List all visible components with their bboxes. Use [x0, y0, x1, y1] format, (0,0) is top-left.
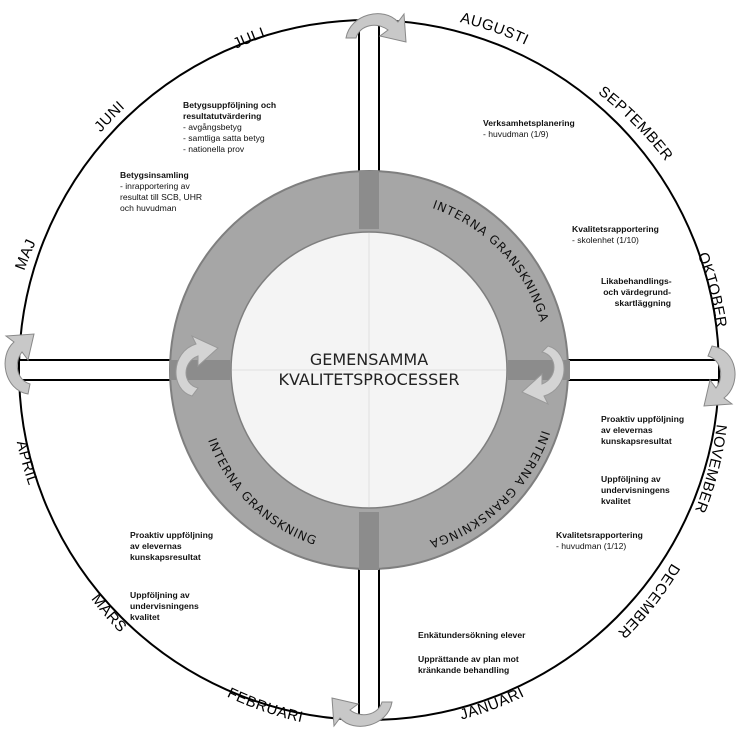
note-item: - huvudman (1/9): [483, 129, 549, 139]
note-kvalitetsrapportering-skolenhet: Kvalitetsrapportering - skolenhet (1/10): [572, 224, 659, 246]
note-title: Enkätundersökning elever: [418, 630, 526, 640]
note-betygsinsamling: Betygsinsamling - inrapportering av resu…: [120, 170, 202, 214]
note-line: Uppföljning av: [601, 474, 661, 484]
note-item: resultat till SCB, UHR: [120, 192, 203, 202]
note-line: Upprättande av plan mot: [418, 654, 519, 664]
note-proaktiv-left: Proaktiv uppföljning av elevernas kunska…: [130, 530, 213, 563]
ring-arrow-right-icon: [521, 345, 565, 406]
note-uppfoljning-right: Uppföljning av undervisningens kvalitet: [601, 474, 670, 507]
note-title: Betygsuppföljning och: [183, 100, 277, 110]
note-line: kränkande behandling: [418, 665, 510, 675]
note-line: av elevernas: [130, 541, 182, 551]
cycle-arrow-bottom-icon: [331, 697, 393, 728]
note-item: - avgångsbetyg: [183, 122, 242, 132]
note-line: skartläggning: [614, 298, 671, 308]
note-line: Likabehandlings-: [601, 276, 672, 286]
note-line: Proaktiv uppföljning: [130, 530, 214, 540]
note-enkat: Enkätundersökning elever: [418, 630, 525, 641]
ring-cross-top: [359, 171, 379, 229]
note-line: kvalitet: [130, 612, 160, 622]
note-line: undervisningens: [130, 601, 199, 611]
ring-cross-bottom: [359, 512, 379, 570]
note-item: - inrapportering av: [120, 181, 190, 191]
note-item: och huvudman: [120, 203, 177, 213]
note-line: av elevernas: [601, 425, 653, 435]
note-item: - nationella prov: [183, 144, 245, 154]
note-item: - samtliga satta betyg: [183, 133, 265, 143]
cycle-arrow-right-icon: [703, 345, 736, 407]
note-title: Verksamhetsplanering: [483, 118, 575, 128]
note-title: Betygsinsamling: [120, 170, 189, 180]
note-proaktiv-right: Proaktiv uppföljning av elevernas kunska…: [601, 414, 684, 447]
note-line: och värdegrund-: [603, 287, 671, 297]
note-title: resultatutvärdering: [183, 111, 262, 121]
center-title-line1: GEMENSAMMA: [310, 350, 428, 369]
note-line: kunskapsresultat: [601, 436, 672, 446]
note-betygsuppfoljning: Betygsuppföljning och resultatutvärderin…: [183, 100, 276, 155]
note-line: undervisningens: [601, 485, 670, 495]
note-line: Uppföljning av: [130, 590, 190, 600]
note-line: kunskapsresultat: [130, 552, 201, 562]
note-line: kvalitet: [601, 496, 631, 506]
ring-arrow-left-icon: [175, 334, 219, 397]
note-line: Proaktiv uppföljning: [601, 414, 685, 424]
note-upprattande: Upprättande av plan mot kränkande behand…: [418, 654, 519, 676]
center-title-line2: KVALITETSPROCESSER: [279, 370, 460, 389]
cycle-arrow-left-icon: [4, 333, 35, 395]
note-uppfoljning-left: Uppföljning av undervisningens kvalitet: [130, 590, 199, 623]
note-likabehandling: Likabehandlings- och värdegrund- skartlä…: [601, 276, 672, 309]
note-item: - skolenhet (1/10): [572, 235, 639, 245]
note-title: Kvalitetsrapportering: [572, 224, 659, 234]
note-kvalitetsrapportering-huvudman: Kvalitetsrapportering - huvudman (1/12): [556, 530, 643, 552]
note-verksamhetsplanering: Verksamhetsplanering - huvudman (1/9): [483, 118, 575, 140]
note-item: - huvudman (1/12): [556, 541, 627, 551]
note-title: Kvalitetsrapportering: [556, 530, 643, 540]
cycle-arrow-top-icon: [345, 12, 407, 43]
